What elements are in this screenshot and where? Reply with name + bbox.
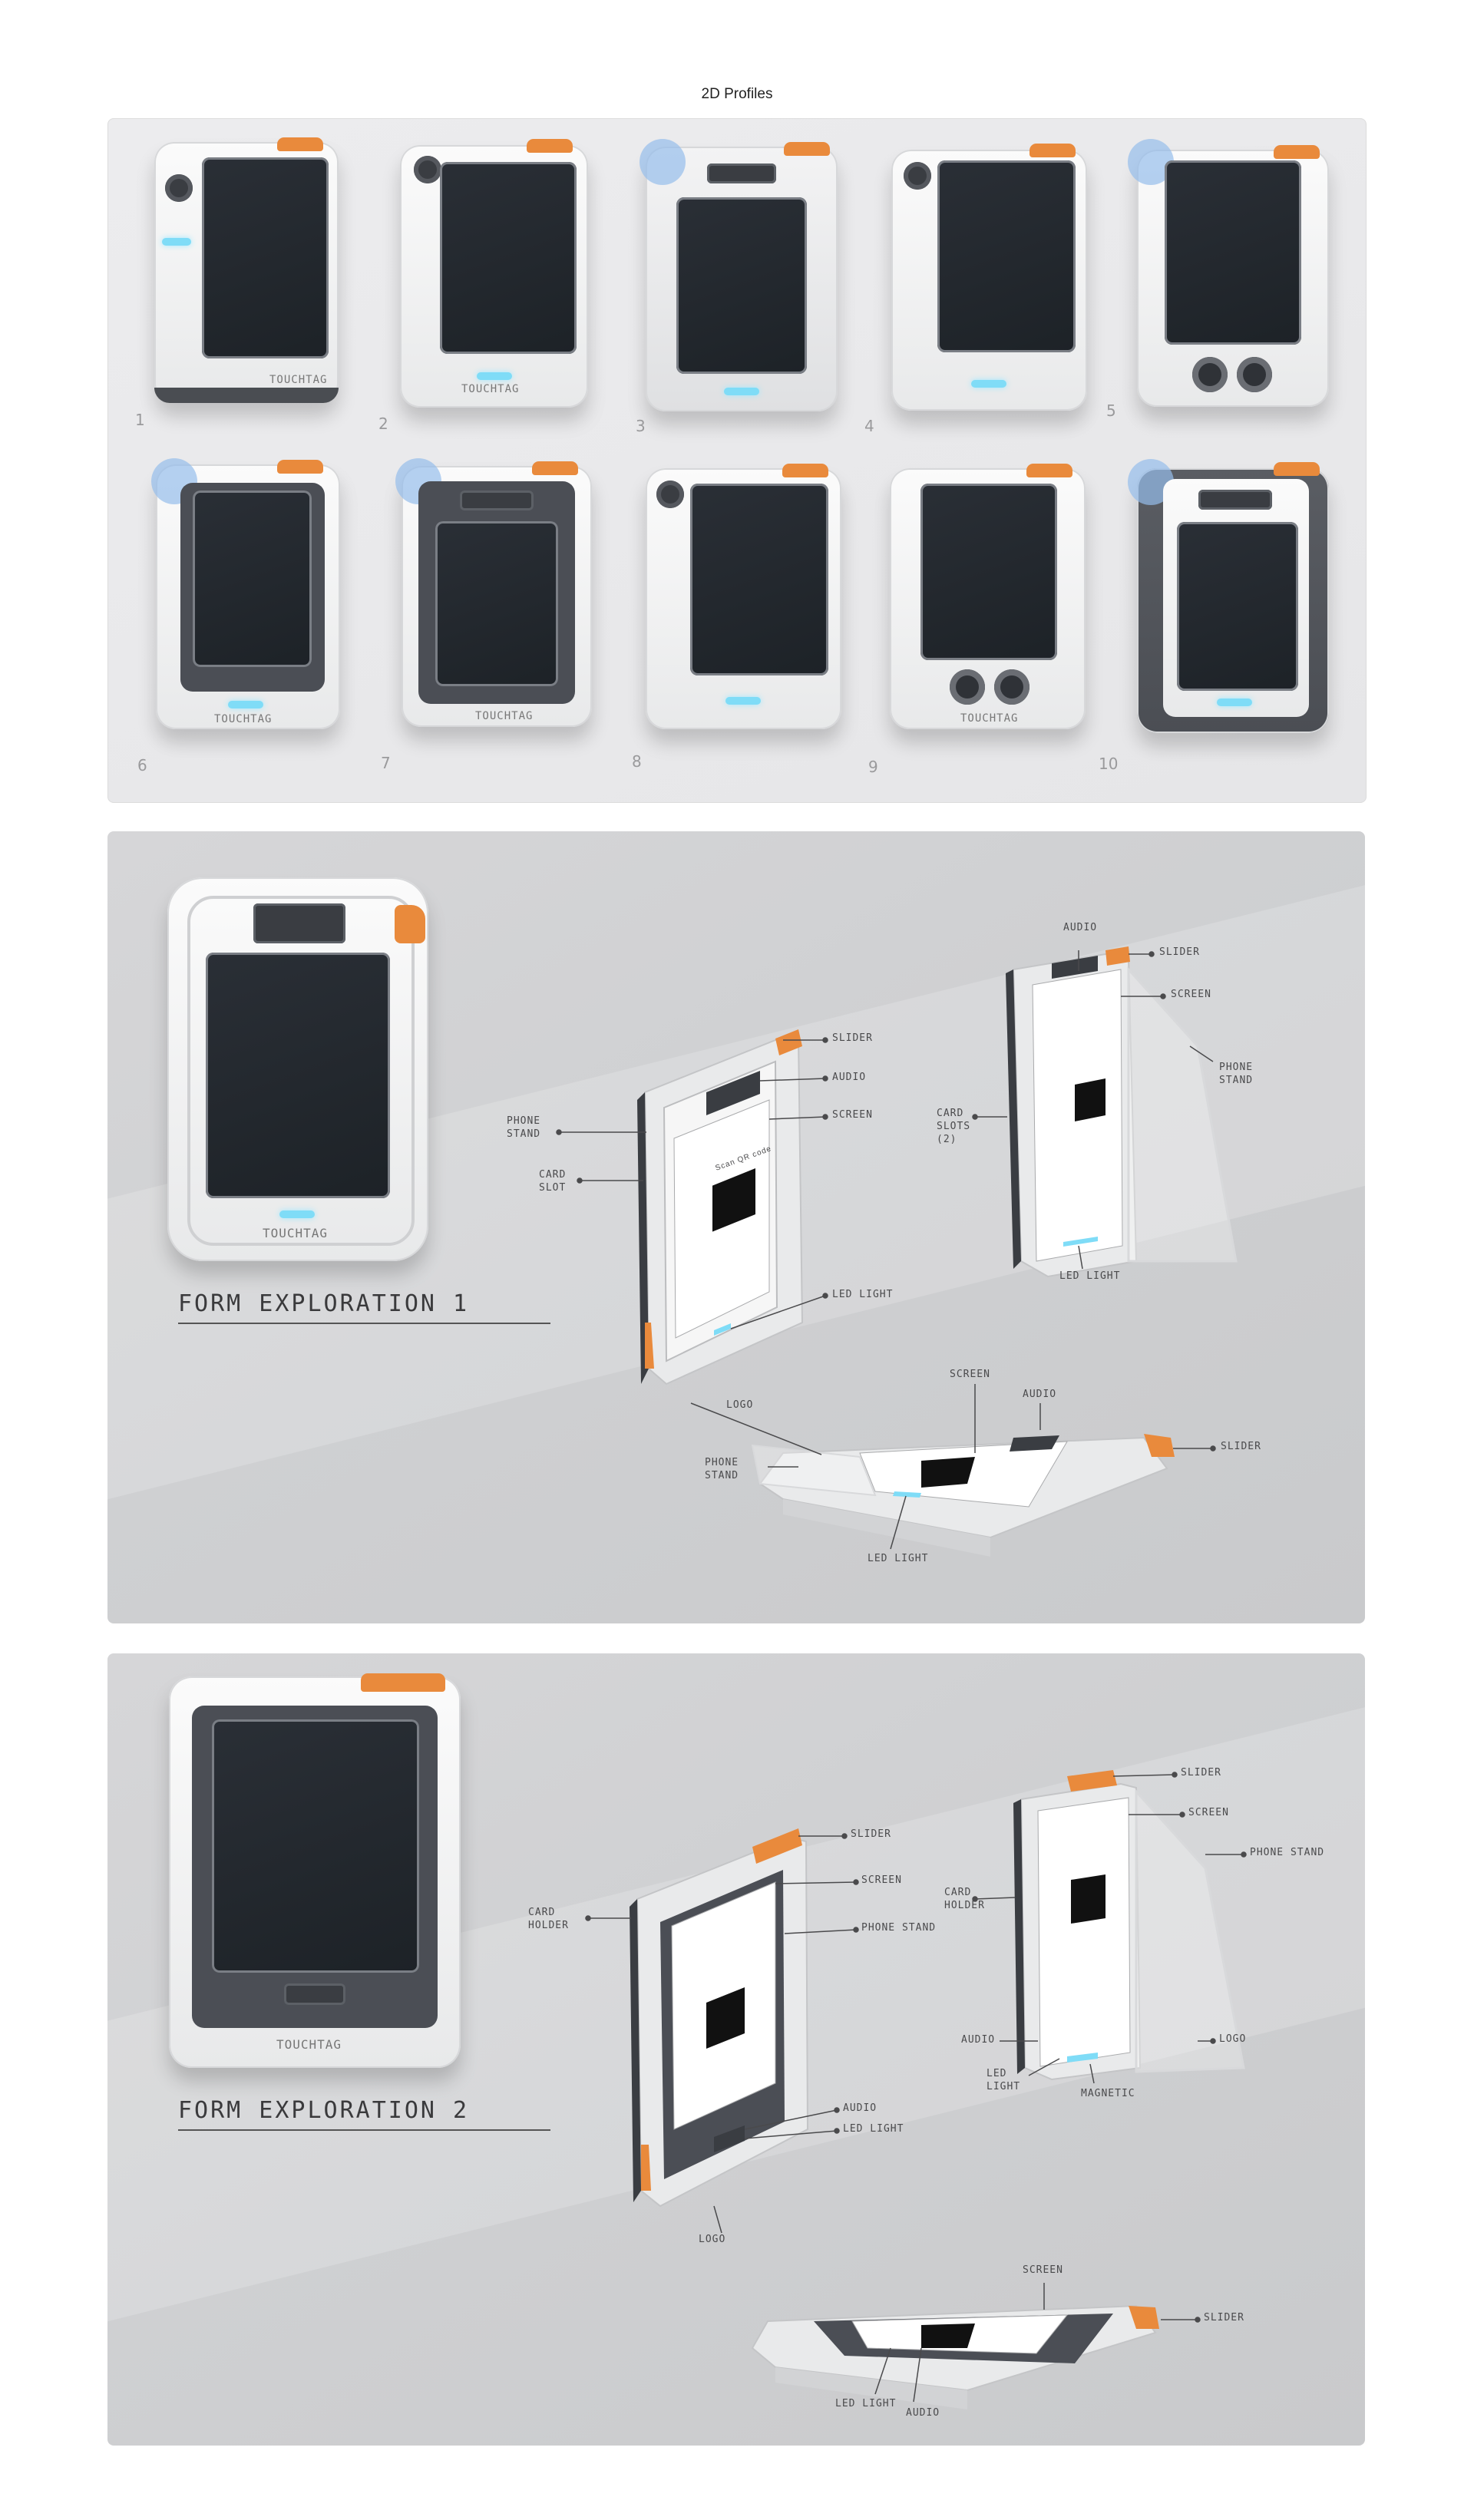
callout-logo: Logo	[726, 1399, 754, 1411]
callout-slider: Slider	[1204, 2312, 1244, 2323]
callout-audio: Audio	[1023, 1389, 1057, 1400]
callout-audio: Audio	[961, 2034, 996, 2046]
profile-3	[640, 139, 838, 411]
form2-isometric-views	[585, 1770, 1247, 2409]
callout-phone-stand: Phone stand	[507, 1115, 541, 1140]
callout-led-light: LED light	[868, 1553, 929, 1564]
profile-1: TOUCHTAG	[154, 137, 339, 403]
profile-9: TOUCHTAG	[890, 464, 1086, 729]
callout-card-slots: Card slots (2)	[937, 1108, 971, 1145]
profile-8	[646, 464, 841, 729]
form2-device-c	[751, 2304, 1159, 2409]
callout-phone-stand: Phone stand	[705, 1457, 739, 1481]
profile-7: TOUCHTAG	[395, 458, 592, 727]
brand-logo: TOUCHTAG	[475, 710, 534, 722]
form1-device-a	[637, 1029, 804, 1386]
callout-slider: Slider	[1181, 1767, 1221, 1779]
form1-device-b	[1006, 946, 1238, 1278]
callout-screen: Screen	[1171, 989, 1211, 1000]
callout-phone-stand: Phone stand	[861, 1922, 937, 1934]
brand-logo: TOUCHTAG	[269, 374, 328, 386]
form2-device-b	[1013, 1770, 1245, 2081]
callout-audio: Audio	[832, 1072, 867, 1083]
callout-screen: Screen	[1188, 1807, 1229, 1818]
brand-logo: TOUCHTAG	[461, 383, 520, 395]
profiles-panel: TOUCHTAG 1 TOUCHTAG 2 3 4 5	[107, 118, 1367, 803]
callout-logo: Logo	[699, 2234, 726, 2245]
profile-number: 8	[632, 752, 642, 771]
profile-number: 10	[1099, 755, 1119, 773]
brand-logo: TOUCHTAG	[263, 1226, 329, 1240]
callout-screen: Screen	[950, 1369, 990, 1380]
form1-device-c	[751, 1434, 1175, 1557]
profile-2: TOUCHTAG	[400, 139, 588, 408]
callout-led-light: LED light	[832, 1289, 894, 1300]
profile-number: 1	[135, 411, 145, 429]
callout-led-light: LED light	[987, 2068, 1021, 2092]
profile-number: 2	[378, 414, 388, 433]
profile-10	[1128, 459, 1329, 733]
callout-slider: Slider	[1221, 1441, 1261, 1452]
form2-device-a	[630, 1828, 809, 2208]
profile-number: 3	[636, 417, 646, 435]
callout-led-light: LED light	[835, 2398, 897, 2409]
form1-front-view: TOUCHTAG	[167, 877, 428, 1261]
callout-audio: Audio	[843, 2102, 877, 2114]
profile-number: 7	[381, 754, 391, 772]
callout-audio: Audio	[1063, 922, 1098, 933]
callout-phone-stand: Phone stand	[1250, 1847, 1325, 1858]
callout-audio: Audio	[906, 2407, 940, 2419]
brand-logo: TOUCHTAG	[276, 2037, 342, 2052]
page-title: 2D Profiles	[701, 86, 773, 102]
callout-slider: Slider	[832, 1032, 873, 1044]
brand-logo: TOUCHTAG	[960, 712, 1019, 725]
form1-isometric-views	[556, 946, 1238, 1557]
callout-card-slot: Card slot	[539, 1169, 567, 1194]
callout-screen: Screen	[832, 1109, 873, 1121]
profile-number: 4	[864, 417, 874, 435]
callout-screen: Screen	[861, 1874, 902, 1886]
callout-magnetic: Magnetic	[1081, 2088, 1135, 2099]
profile-6: TOUCHTAG	[151, 458, 340, 729]
callout-led-light: LED light	[1059, 1270, 1121, 1282]
profile-number: 6	[137, 756, 147, 774]
form2-front-view: TOUCHTAG	[169, 1673, 461, 2068]
profile-number: 5	[1106, 401, 1116, 420]
form-exploration-1-panel: TOUCHTAG Form exploration 1	[107, 831, 1365, 1623]
profile-5	[1128, 139, 1329, 407]
callout-card-holder: Card holder	[528, 1907, 569, 1931]
form1-heading: Form exploration 1	[178, 1290, 470, 1317]
callout-led-light: LED light	[843, 2123, 904, 2135]
form-exploration-2-panel: TOUCHTAG Form exploration 2	[107, 1653, 1365, 2446]
callout-slider: Slider	[851, 1828, 891, 1840]
callout-slider: Slider	[1159, 946, 1200, 958]
callout-screen: Screen	[1023, 2264, 1063, 2276]
profile-4	[891, 144, 1087, 411]
brand-logo: TOUCHTAG	[214, 713, 273, 725]
callout-card-holder: Card holder	[944, 1887, 985, 1911]
profile-number: 9	[868, 758, 878, 776]
callout-logo: Logo	[1219, 2033, 1247, 2045]
callout-phone-stand: Phone stand	[1219, 1062, 1254, 1086]
form2-heading: Form exploration 2	[178, 2097, 470, 2124]
